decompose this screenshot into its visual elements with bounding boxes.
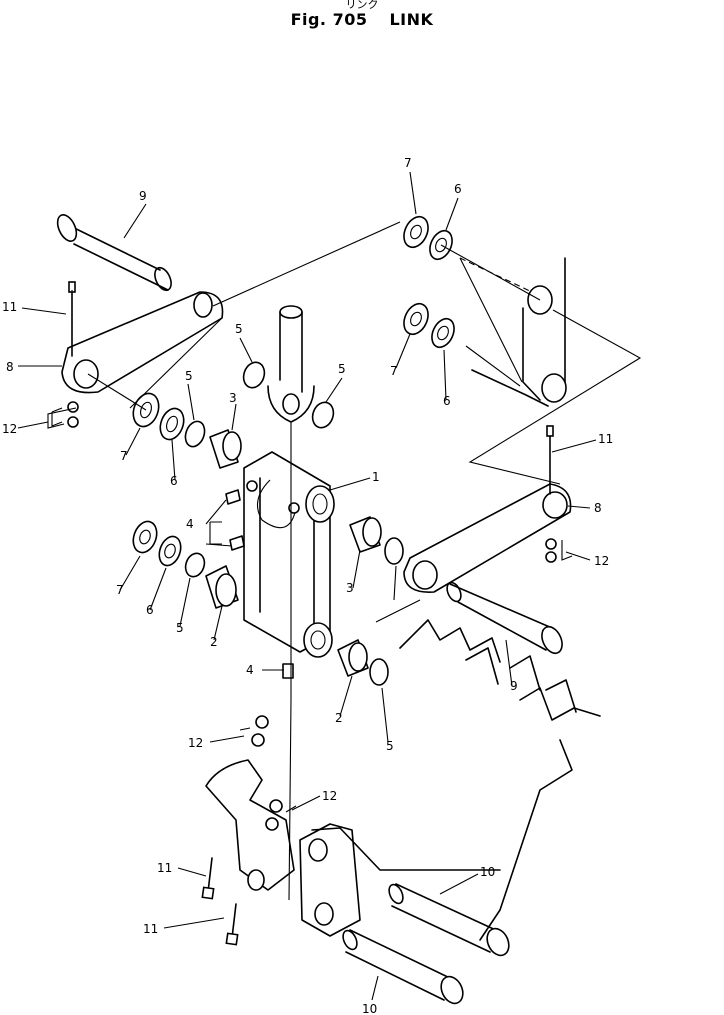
main-link-body xyxy=(243,422,335,901)
callout-7a: 7 xyxy=(404,156,412,170)
link-arm-upper-left xyxy=(51,281,224,428)
callout-12b: 12 xyxy=(594,554,609,568)
callout-7d: 7 xyxy=(116,583,124,597)
callout-7b: 7 xyxy=(390,364,398,378)
callout-2a: 2 xyxy=(210,635,218,649)
callout-1: 1 xyxy=(372,470,380,484)
grease-fittings xyxy=(209,489,294,679)
figure-number: Fig. 705 xyxy=(290,10,368,29)
callout-2b: 2 xyxy=(335,711,343,725)
callout-3b: 3 xyxy=(346,581,354,595)
lower-bolts-nuts xyxy=(201,715,297,946)
callout-9b: 9 xyxy=(510,679,518,693)
figure-title: LINK xyxy=(389,10,434,29)
callout-5e: 5 xyxy=(386,739,394,753)
pin-upper-left xyxy=(56,214,172,292)
callout-10a: 10 xyxy=(480,865,495,879)
washers-left-upper xyxy=(132,361,335,448)
link-arm-right xyxy=(403,425,573,593)
callout-11b: 11 xyxy=(598,432,613,446)
callout-11a: 11 xyxy=(2,300,17,314)
callout-9a: 9 xyxy=(139,189,147,203)
callout-5b: 5 xyxy=(338,362,346,376)
callout-8a: 8 xyxy=(6,360,14,374)
callout-5d: 5 xyxy=(176,621,184,635)
callout-12c: 12 xyxy=(188,736,203,750)
callout-3a: 3 xyxy=(229,391,237,405)
callout-6b: 6 xyxy=(443,394,451,408)
callout-6c: 6 xyxy=(170,474,178,488)
bucket-teeth xyxy=(311,619,601,941)
washers-left-lower xyxy=(132,520,206,578)
pin-right xyxy=(446,581,563,655)
leader-lines xyxy=(47,221,642,485)
callout-5c: 5 xyxy=(185,369,193,383)
callout-12a: 12 xyxy=(2,422,17,436)
callout-labels: 1 2 2 3 3 4 4 5 5 5 5 5 6 6 6 6 7 7 7 7 … xyxy=(2,156,613,1015)
callout-leaders xyxy=(17,171,597,1001)
callout-4a: 4 xyxy=(186,517,194,531)
callout-12d: 12 xyxy=(322,789,337,803)
hose-and-elbow xyxy=(267,305,315,423)
lower-bracket xyxy=(205,759,510,1005)
callout-6a: 6 xyxy=(454,182,462,196)
callout-7c: 7 xyxy=(120,449,128,463)
callout-6d: 6 xyxy=(146,603,154,617)
callout-8b: 8 xyxy=(594,501,602,515)
japanese-title: リンク xyxy=(345,0,379,11)
upper-right-washers xyxy=(403,215,567,407)
bushings xyxy=(205,429,404,686)
callout-11d: 11 xyxy=(143,922,158,936)
callout-10b: 10 xyxy=(362,1002,377,1015)
callout-4b: 4 xyxy=(246,663,254,677)
callout-11c: 11 xyxy=(157,861,172,875)
callout-5a: 5 xyxy=(235,322,243,336)
figure-caption: Fig. 705 LINK xyxy=(0,10,724,29)
